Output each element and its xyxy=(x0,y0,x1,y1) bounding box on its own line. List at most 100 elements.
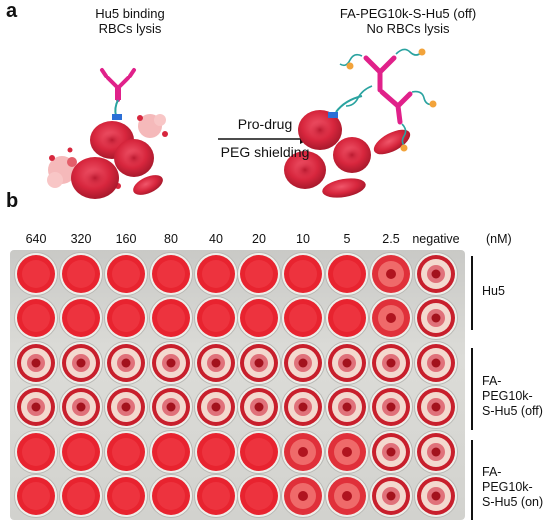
well-pellet xyxy=(414,341,458,385)
rbc-cluster-left xyxy=(71,121,163,199)
well-lysed xyxy=(149,296,193,340)
well-pellet xyxy=(414,430,458,474)
well-lysed xyxy=(149,474,193,518)
epitope-left xyxy=(112,114,122,120)
rbc-cluster-right xyxy=(284,110,411,198)
well-pellet xyxy=(14,385,58,429)
left-caption: Hu5 binding RBCs lysis xyxy=(60,6,200,36)
well-pellet xyxy=(414,385,458,429)
well-pellet xyxy=(237,385,281,429)
well-pellet xyxy=(149,385,193,429)
well-lysed xyxy=(104,474,148,518)
well-pellet xyxy=(104,341,148,385)
well-partial xyxy=(281,474,325,518)
concentration-label: 10 xyxy=(296,232,310,246)
concentration-label: 320 xyxy=(70,232,92,246)
left-caption-line2: RBCs lysis xyxy=(98,21,162,36)
antibody-left xyxy=(100,68,136,102)
well-pellet xyxy=(237,341,281,385)
well-lysed xyxy=(237,474,281,518)
well-pellet xyxy=(325,385,369,429)
well-lysed xyxy=(325,296,369,340)
well-lysed xyxy=(14,430,58,474)
well-pellet xyxy=(194,385,238,429)
well-lysed xyxy=(281,252,325,296)
panel-b-label: b xyxy=(6,190,19,212)
well-lysed xyxy=(325,252,369,296)
concentration-label: 5 xyxy=(343,232,351,246)
well-pellet xyxy=(59,385,103,429)
unit-label: (nM) xyxy=(486,232,512,246)
well-pellet xyxy=(14,341,58,385)
well-lysed xyxy=(194,252,238,296)
process-arrow xyxy=(218,134,310,144)
concentration-label: 40 xyxy=(209,232,223,246)
group-label-2-line1: FA-PEG10k- xyxy=(482,374,533,403)
concentration-label: negative xyxy=(412,232,460,246)
well-lysed xyxy=(194,430,238,474)
group-label-3-line2: S-Hu5 (on) xyxy=(482,495,544,509)
well-lysed xyxy=(59,252,103,296)
well-partial xyxy=(325,430,369,474)
well-pellet xyxy=(414,296,458,340)
well-pellet xyxy=(369,385,413,429)
well-lysed xyxy=(237,296,281,340)
concentration-label: 80 xyxy=(164,232,178,246)
linker-left xyxy=(114,99,119,117)
well-lysed xyxy=(104,430,148,474)
well-pellet xyxy=(281,341,325,385)
well-lysed xyxy=(59,296,103,340)
well-lysed xyxy=(59,474,103,518)
well-pellet xyxy=(59,341,103,385)
well-lysed xyxy=(237,252,281,296)
group-label-1: Hu5 xyxy=(482,284,505,299)
group-bracket-2 xyxy=(471,348,473,430)
lysed-debris-left xyxy=(47,114,168,189)
well-lysed xyxy=(194,296,238,340)
well-pellet xyxy=(369,430,413,474)
well-partial xyxy=(369,252,413,296)
well-lysed xyxy=(104,252,148,296)
panel-a-label: a xyxy=(6,0,18,22)
group-label-1-line1: Hu5 xyxy=(482,284,505,298)
well-lysed xyxy=(281,296,325,340)
well-lysed xyxy=(149,252,193,296)
well-lysed xyxy=(14,252,58,296)
concentration-label: 20 xyxy=(252,232,266,246)
well-partial xyxy=(281,430,325,474)
arrow-label-bottom: PEG shielding xyxy=(220,144,310,160)
concentration-label: 160 xyxy=(115,232,137,246)
group-label-3: FA-PEG10k- S-Hu5 (on) xyxy=(482,465,550,510)
well-lysed xyxy=(14,296,58,340)
well-lysed xyxy=(149,430,193,474)
well-pellet xyxy=(369,341,413,385)
well-partial xyxy=(325,474,369,518)
well-pellet xyxy=(149,341,193,385)
group-label-2-line2: S-Hu5 (off) xyxy=(482,404,543,418)
well-lysed xyxy=(14,474,58,518)
well-plate xyxy=(10,250,465,520)
well-pellet xyxy=(194,341,238,385)
well-lysed xyxy=(237,430,281,474)
concentration-label: 2.5 xyxy=(382,232,400,246)
group-bracket-3 xyxy=(471,440,473,520)
well-plate-svg xyxy=(14,252,458,518)
well-pellet xyxy=(414,252,458,296)
well-lysed xyxy=(194,474,238,518)
well-pellet xyxy=(369,474,413,518)
well-partial xyxy=(369,296,413,340)
right-caption-line2: No RBCs lysis xyxy=(366,21,450,36)
right-caption-line1: FA-PEG10k-S-Hu5 (off) xyxy=(339,6,477,21)
well-pellet xyxy=(414,474,458,518)
well-lysed xyxy=(104,296,148,340)
concentration-label: 640 xyxy=(25,232,47,246)
right-caption: FA-PEG10k-S-Hu5 (off) No RBCs lysis xyxy=(318,6,498,36)
well-pellet xyxy=(325,341,369,385)
well-pellet xyxy=(281,385,325,429)
arrow-label-top: Pro-drug xyxy=(237,116,293,132)
group-label-2: FA-PEG10k- S-Hu5 (off) xyxy=(482,374,550,419)
well-lysed xyxy=(59,430,103,474)
group-bracket-1 xyxy=(471,256,473,330)
panel-a-illustration xyxy=(47,48,437,199)
group-label-3-line1: FA-PEG10k- xyxy=(482,465,533,494)
